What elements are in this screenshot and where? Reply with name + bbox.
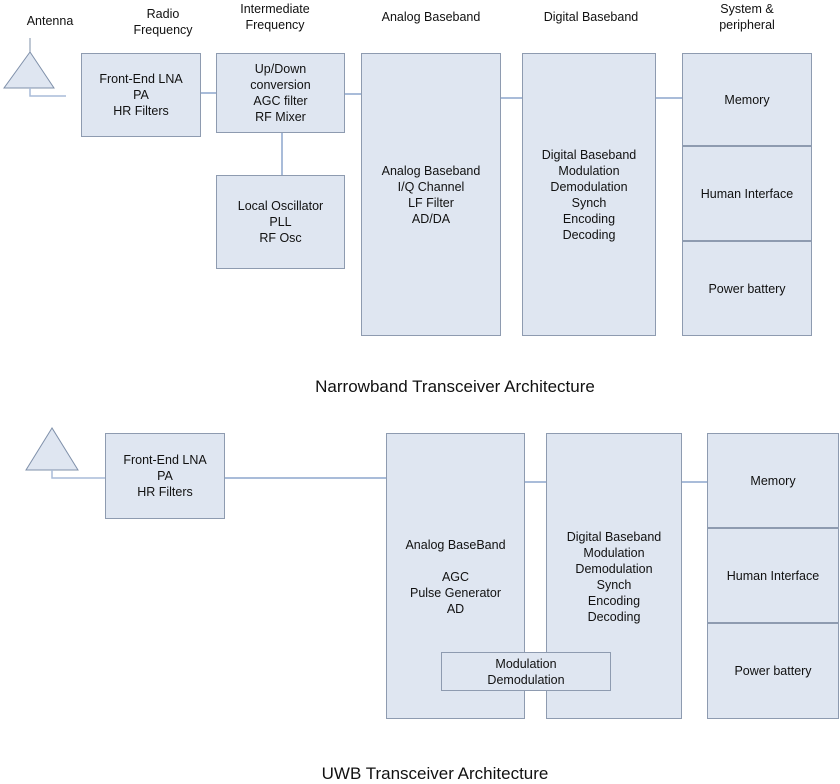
nb-power-battery-block: Power battery	[682, 241, 812, 336]
wire-updown-analog	[345, 93, 361, 95]
header-radio-frequency: Radio Frequency	[133, 7, 193, 37]
uwb-title: UWB Transceiver Architecture	[321, 764, 549, 783]
wire-digital-system	[656, 97, 682, 99]
uwb-human-interface-block: Human Interface	[707, 528, 839, 623]
nb-analog-baseband-block: Analog Baseband I/Q Channel LF Filter AD…	[361, 53, 501, 336]
nb-memory-block: Memory	[682, 53, 812, 146]
uwb-antenna-icon	[25, 427, 105, 479]
wire-frontend-updown	[201, 92, 216, 94]
wire-uwb-digital-system	[682, 481, 707, 483]
wire-updown-oscillator	[281, 133, 283, 175]
header-antenna: Antenna	[26, 14, 74, 28]
uwb-memory-block: Memory	[707, 433, 839, 528]
narrowband-title: Narrowband Transceiver Architecture	[315, 377, 595, 396]
nb-front-end-block: Front-End LNA PA HR Filters	[81, 53, 201, 137]
nb-digital-baseband-block: Digital Baseband Modulation Demodulation…	[522, 53, 656, 336]
nb-human-interface-block: Human Interface	[682, 146, 812, 241]
uwb-modulation-block: Modulation Demodulation	[441, 652, 611, 691]
wire-uwb-frontend-analog	[225, 477, 386, 479]
uwb-front-end-block: Front-End LNA PA HR Filters	[105, 433, 225, 519]
header-intermediate-frequency: Intermediate Frequency	[240, 2, 310, 32]
uwb-power-battery-block: Power battery	[707, 623, 839, 719]
header-digital-baseband: Digital Baseband	[543, 10, 639, 24]
antenna-icon	[3, 38, 66, 97]
header-analog-baseband: Analog Baseband	[381, 10, 481, 24]
wire-analog-digital	[501, 97, 522, 99]
header-system-peripheral: System & peripheral	[719, 2, 775, 32]
nb-local-oscillator-block: Local Oscillator PLL RF Osc	[216, 175, 345, 269]
nb-updown-conversion-block: Up/Down conversion AGC filter RF Mixer	[216, 53, 345, 133]
wire-uwb-analog-digital	[525, 481, 546, 483]
